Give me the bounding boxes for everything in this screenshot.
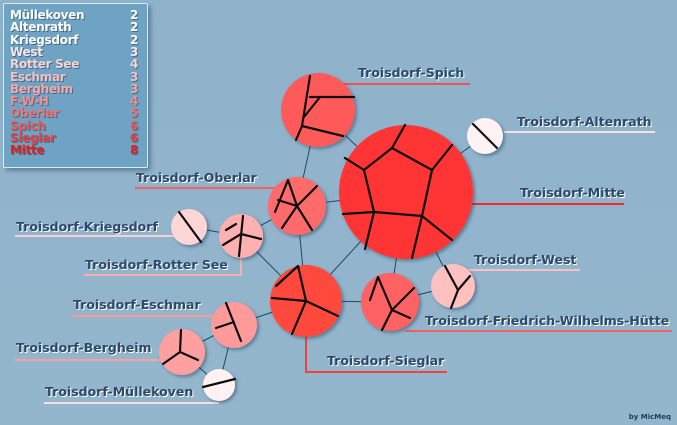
legend-row-name: Spich bbox=[10, 118, 46, 133]
legend-row-name: Altenrath bbox=[10, 20, 72, 35]
legend-row-count: 4 bbox=[129, 57, 138, 72]
node-fwh-divisions bbox=[368, 275, 416, 332]
node-bergheim-divisions bbox=[161, 328, 200, 366]
node-labels: Troisdorf-Spich Troisdorf-Spich Troisdor… bbox=[16, 65, 670, 400]
label-kriegsdorf-shadow: Troisdorf-Kriegsdorf bbox=[17, 220, 159, 235]
legend-row: Mitte 8 bbox=[10, 144, 142, 156]
node-spich-divisions bbox=[294, 74, 356, 142]
legend-row-name: Eschmar bbox=[10, 69, 66, 84]
node-eschmar[interactable] bbox=[211, 301, 257, 348]
legend-row-count: 2 bbox=[129, 8, 138, 22]
node-spich[interactable] bbox=[281, 73, 356, 147]
label-oberlar: Troisdorf-Oberlar bbox=[136, 170, 258, 185]
legend-row-name: Rotter See bbox=[10, 57, 80, 72]
label-rottersee: Troisdorf-Rotter See bbox=[85, 257, 228, 272]
node-mitte[interactable] bbox=[339, 123, 473, 260]
legend-row: Eschmar 3 bbox=[10, 71, 142, 83]
node-muellekoven-divisions bbox=[201, 377, 237, 389]
underline-rottersee bbox=[84, 258, 242, 276]
legend-row-count: 2 bbox=[129, 32, 138, 47]
node-west[interactable] bbox=[431, 264, 475, 310]
node-sieglar[interactable] bbox=[270, 264, 342, 337]
node-fwh[interactable] bbox=[361, 273, 419, 332]
node-rottersee[interactable] bbox=[219, 214, 263, 258]
legend-row: Altenrath 2 bbox=[10, 21, 142, 33]
label-fwh: Troisdorf-Friedrich-Wilhelms-Hütte bbox=[425, 313, 669, 328]
legend-row: Kriegsdorf 2 bbox=[10, 34, 142, 46]
legend-row-name: Kriegsdorf bbox=[10, 32, 79, 47]
node-kriegsdorf-divisions bbox=[177, 210, 203, 244]
label-sieglar-shadow: Troisdorf-Sieglar bbox=[328, 354, 446, 369]
label-west: Troisdorf-West bbox=[474, 252, 576, 267]
label-oberlar-shadow: Troisdorf-Oberlar bbox=[137, 171, 259, 186]
label-muellekoven: Troisdorf-Müllekoven bbox=[45, 384, 193, 399]
label-eschmar-shadow: Troisdorf-Eschmar bbox=[74, 298, 202, 313]
node-altenrath[interactable] bbox=[467, 118, 503, 154]
node-west-divisions bbox=[443, 264, 472, 310]
node-oberlar[interactable] bbox=[268, 177, 326, 235]
label-fwh-shadow: Troisdorf-Friedrich-Wilhelms-Hütte bbox=[426, 314, 670, 329]
label-eschmar: Troisdorf-Eschmar bbox=[73, 297, 201, 312]
node-altenrath-divisions bbox=[471, 122, 499, 150]
legend-row-name: Mitte bbox=[10, 143, 45, 158]
legend-row: Rotter See 4 bbox=[10, 58, 142, 70]
legend-row: Spich 6 bbox=[10, 120, 142, 132]
node-muellekoven[interactable] bbox=[201, 369, 237, 401]
node-rottersee-divisions bbox=[221, 214, 263, 258]
underline-sieglar bbox=[305, 337, 447, 373]
label-altenrath-shadow: Troisdorf-Altenrath bbox=[518, 115, 653, 130]
node-mitte-divisions bbox=[341, 123, 454, 260]
node-sieglar-divisions bbox=[270, 264, 340, 336]
label-muellekoven-shadow: Troisdorf-Müllekoven bbox=[46, 385, 194, 400]
node-kriegsdorf[interactable] bbox=[171, 209, 207, 245]
legend-row-name: Bergheim bbox=[10, 81, 73, 96]
legend-row: Müllekoven 2 bbox=[10, 9, 142, 21]
label-spich-shadow: Troisdorf-Spich bbox=[359, 66, 465, 81]
legend-row-name: Müllekoven bbox=[10, 8, 85, 22]
label-spich: Troisdorf-Spich bbox=[358, 65, 464, 80]
legend-row: Bergheim 3 bbox=[10, 83, 142, 95]
label-bergheim-shadow: Troisdorf-Bergheim bbox=[17, 341, 153, 356]
legend-row-count: 3 bbox=[129, 69, 138, 84]
label-sieglar: Troisdorf-Sieglar bbox=[327, 353, 445, 368]
node-muellekoven-circle bbox=[203, 369, 235, 401]
legend-row: Oberlar 5 bbox=[10, 107, 142, 119]
legend-row: F-W-H 4 bbox=[10, 95, 142, 107]
legend-row-count: 8 bbox=[129, 143, 138, 158]
label-underlines bbox=[15, 83, 672, 404]
nodes bbox=[159, 73, 503, 401]
node-eschmar-divisions bbox=[214, 301, 243, 343]
legend-row-count: 3 bbox=[129, 44, 138, 59]
credit-text: by MicMeq bbox=[628, 413, 671, 421]
label-altenrath: Troisdorf-Altenrath bbox=[517, 114, 652, 129]
label-west-shadow: Troisdorf-West bbox=[475, 253, 577, 268]
legend-row-name: Sieglar bbox=[10, 131, 56, 145]
node-oberlar-divisions bbox=[273, 178, 319, 232]
legend-row-name: West bbox=[10, 44, 43, 59]
node-bergheim[interactable] bbox=[159, 328, 205, 375]
node-west-circle bbox=[431, 264, 475, 308]
label-kriegsdorf: Troisdorf-Kriegsdorf bbox=[16, 219, 158, 234]
legend-row: Sieglar 6 bbox=[10, 132, 142, 144]
node-mitte-circle bbox=[339, 125, 473, 259]
legend-row-name: Oberlar bbox=[10, 106, 59, 121]
legend-row-name: F-W-H bbox=[10, 94, 49, 109]
legend-row-count: 5 bbox=[129, 106, 138, 121]
label-mitte: Troisdorf-Mitte bbox=[520, 185, 625, 200]
legend-row-count: 6 bbox=[129, 118, 138, 133]
node-spich-circle bbox=[281, 73, 355, 147]
label-rottersee-shadow: Troisdorf-Rotter See bbox=[86, 258, 229, 273]
legend-row-count: 4 bbox=[129, 94, 138, 109]
label-mitte-shadow: Troisdorf-Mitte bbox=[521, 186, 626, 201]
legend-row-count: 3 bbox=[129, 81, 138, 96]
legend-row-count: 2 bbox=[129, 20, 138, 35]
node-fwh-circle bbox=[361, 273, 419, 331]
legend-row-count: 6 bbox=[129, 131, 138, 145]
legend-row: West 3 bbox=[10, 46, 142, 58]
label-bergheim: Troisdorf-Bergheim bbox=[16, 340, 152, 355]
